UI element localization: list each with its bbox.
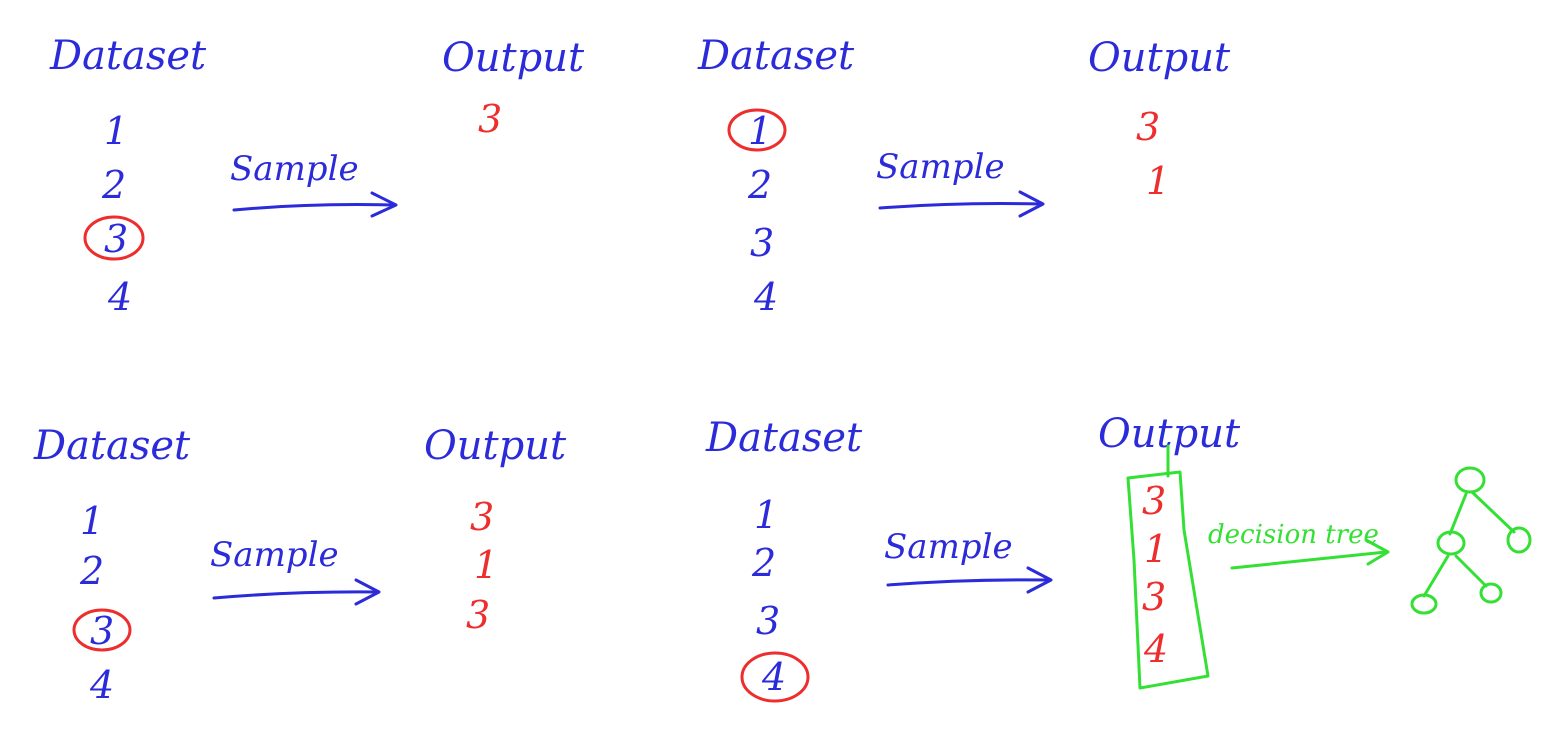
output-item: 1	[1146, 159, 1171, 203]
decision-tree-arrow	[1230, 538, 1390, 570]
decision-tree-icon	[1410, 466, 1532, 615]
sample-label: Sample	[210, 535, 339, 575]
selection-circle	[740, 651, 810, 703]
dataset-item: 2	[102, 163, 127, 207]
output-item: 3	[470, 495, 495, 539]
output-label: Output	[1088, 35, 1231, 81]
output-item: 3	[1142, 575, 1167, 619]
output-item: 1	[1144, 527, 1169, 571]
dataset-item: 4	[108, 275, 133, 319]
sample-arrow	[886, 566, 1053, 594]
output-item: 1	[474, 543, 499, 587]
dataset-item: 2	[80, 549, 105, 593]
selection-circle	[727, 108, 787, 152]
selection-circle	[83, 215, 145, 261]
dataset-item: 1	[754, 493, 779, 537]
bootstrap-sample-box	[1126, 470, 1210, 690]
dataset-item: 2	[752, 541, 777, 585]
sample-arrow	[878, 190, 1045, 218]
output-item: 3	[1136, 105, 1161, 149]
dataset-label: Dataset	[706, 415, 863, 461]
dataset-item: 1	[80, 499, 105, 543]
dataset-item-highlighted: 1	[748, 109, 773, 153]
dataset-label: Dataset	[698, 33, 855, 79]
sample-label: Sample	[884, 527, 1013, 567]
dataset-item: 4	[90, 663, 115, 707]
decision-tree-label: decision tree	[1208, 520, 1379, 550]
dataset-item-highlighted: 3	[104, 217, 129, 261]
dataset-item-highlighted: 4	[762, 655, 787, 699]
sample-label: Sample	[876, 147, 1005, 187]
dataset-item: 1	[104, 109, 129, 153]
selection-circle	[72, 608, 132, 652]
dataset-item-highlighted: 3	[90, 609, 115, 653]
dataset-label: Dataset	[34, 423, 191, 469]
output-item: 3	[1142, 479, 1167, 523]
output-label: Output	[424, 423, 567, 469]
output-item: 4	[1144, 627, 1169, 671]
dataset-item: 3	[756, 599, 781, 643]
sample-label: Sample	[230, 149, 359, 189]
dataset-item: 2	[748, 163, 773, 207]
output-label: Output	[442, 35, 585, 81]
sample-arrow	[212, 578, 381, 606]
dataset-label: Dataset	[50, 33, 207, 79]
dataset-item: 3	[750, 221, 775, 265]
dataset-item: 4	[754, 275, 779, 319]
output-item: 3	[478, 97, 503, 141]
output-item: 3	[466, 593, 491, 637]
sample-arrow	[232, 191, 398, 218]
